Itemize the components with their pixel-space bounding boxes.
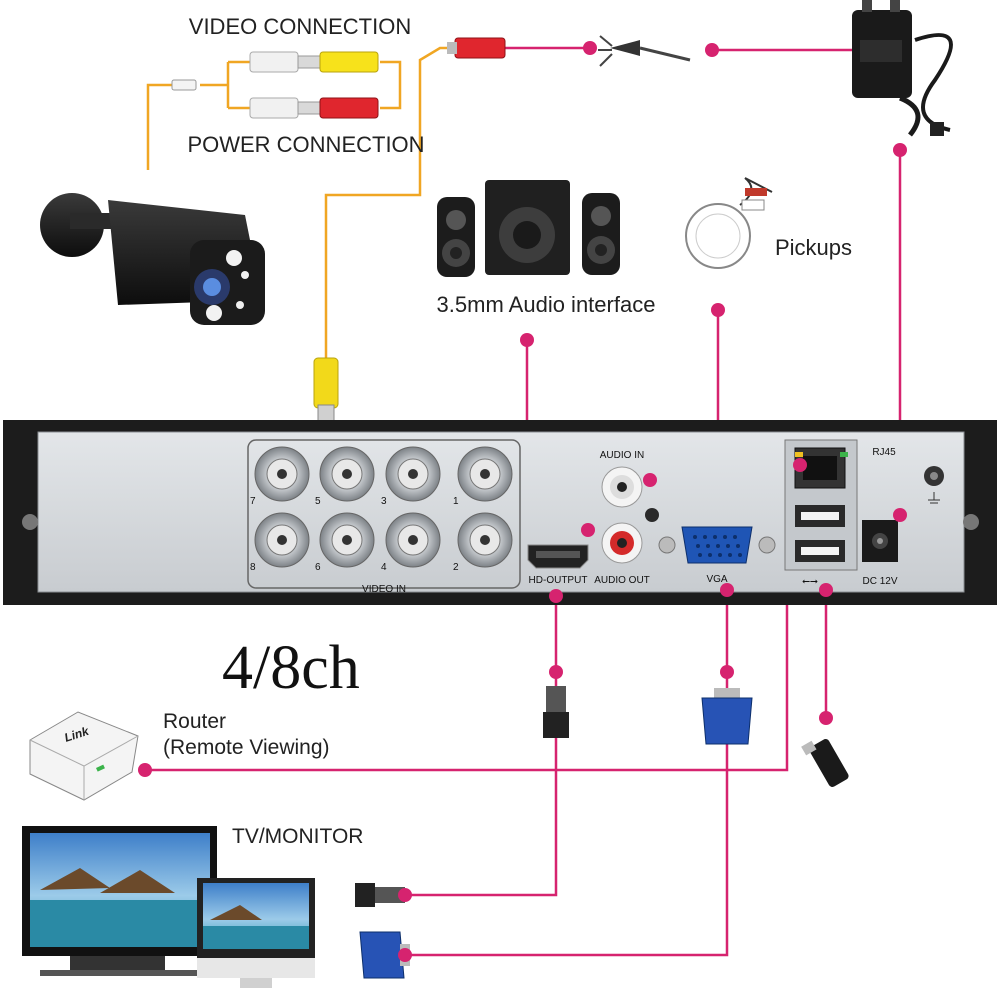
camera-split-wire: [200, 60, 250, 110]
connection-dot: [138, 763, 152, 777]
connection-dots: [138, 41, 907, 962]
bnc-channel-label: 5: [315, 496, 321, 507]
usb-symbol-icon: ⭠⭢: [802, 576, 818, 587]
router-label: Router: [163, 710, 226, 733]
power-adapter-icon: [852, 0, 953, 137]
monitor-icon: [197, 878, 315, 988]
connection-dot: [549, 589, 563, 603]
hdmi-to-monitor-wire: [405, 596, 558, 897]
bnc-channel-label: 7: [250, 496, 256, 507]
video-connection-label: VIDEO CONNECTION: [189, 14, 411, 39]
bnc-connector-icon[interactable]: [319, 512, 375, 568]
camera-video-wire: [146, 83, 180, 170]
channels-label: 4/8ch: [222, 634, 360, 702]
ground-icon: [924, 466, 944, 504]
usb-mouse-icon: [801, 739, 849, 787]
splitter-icon: [598, 35, 691, 67]
bnc-connector-icon[interactable]: [457, 446, 513, 502]
camera-icon: [40, 193, 265, 325]
audio-in-label: AUDIO IN: [600, 450, 644, 461]
connection-dot: [793, 458, 807, 472]
rj45-label: RJ45: [872, 447, 896, 458]
connection-dot: [893, 508, 907, 522]
video-plug-icon: [171, 51, 379, 91]
connection-dot: [643, 473, 657, 487]
connection-dot: [711, 303, 725, 317]
tv-monitor-label: TV/MONITOR: [232, 825, 363, 848]
bnc-grid: 7 5 3 1 8 6 4 2: [250, 446, 513, 573]
connection-dot: [720, 583, 734, 597]
audio-out-jack[interactable]: [601, 522, 643, 564]
ethernet-port-icon[interactable]: [794, 447, 848, 489]
speaker-icon: [437, 180, 620, 277]
bnc-connector-icon[interactable]: [254, 512, 310, 568]
video-in-label: VIDEO IN: [362, 584, 406, 595]
bnc-channel-label: 3: [381, 496, 387, 507]
hd-output-label: HD-OUTPUT: [529, 575, 588, 586]
connection-dot: [819, 583, 833, 597]
hdmi-port[interactable]: [527, 544, 589, 569]
connection-dot: [398, 948, 412, 962]
audio-interface-label: 3.5mm Audio interface: [437, 292, 656, 317]
hdmi-plug-icon: [355, 883, 405, 907]
bnc-connector-icon[interactable]: [385, 446, 441, 502]
vga-port[interactable]: [658, 526, 776, 564]
audio-in-jack[interactable]: [601, 466, 643, 508]
usb-port-icon[interactable]: [795, 540, 845, 562]
bnc-connector-icon[interactable]: [385, 512, 441, 568]
dc-plug-icon: [447, 37, 506, 59]
audio-out-label: AUDIO OUT: [594, 575, 650, 586]
monitor-icon: [22, 826, 217, 976]
dc12v-label: DC 12V: [862, 576, 897, 587]
connection-dot: [720, 665, 734, 679]
vga-label: VGA: [706, 574, 727, 585]
bnc-channel-label: 8: [250, 562, 256, 573]
router-sublabel: (Remote Viewing): [163, 736, 330, 759]
screw-icon: [645, 508, 659, 522]
bnc-channel-label: 2: [453, 562, 459, 573]
dc-power-jack[interactable]: [862, 520, 898, 562]
bnc-channel-label: 4: [381, 562, 387, 573]
vga-plug-icon: [701, 688, 753, 745]
vga-to-monitor-wire: [405, 590, 729, 957]
bnc-group-frame: [247, 439, 521, 589]
bnc-connector-icon[interactable]: [319, 446, 375, 502]
pickups-label: Pickups: [775, 235, 852, 260]
microphone-icon: [685, 177, 773, 269]
power-connection-label: POWER CONNECTION: [187, 132, 424, 157]
hdmi-plug-icon: [543, 686, 569, 738]
connection-dot: [398, 888, 412, 902]
power-plug-icon: [249, 97, 379, 119]
connection-dot: [520, 333, 534, 347]
usb-port-icon[interactable]: [795, 505, 845, 527]
connection-dot: [705, 43, 719, 57]
connector-bridge-wire: [380, 60, 402, 110]
connection-dot: [549, 665, 563, 679]
bnc-channel-label: 1: [453, 496, 459, 507]
bnc-channel-label: 6: [315, 562, 321, 573]
bnc-plug-icon: [313, 357, 339, 426]
router-icon: Link: [29, 711, 139, 801]
connection-dot: [893, 143, 907, 157]
connection-dot: [819, 711, 833, 725]
bnc-connector-icon[interactable]: [457, 512, 513, 568]
video-drop-wire: [324, 170, 422, 360]
bnc-connector-icon[interactable]: [254, 446, 310, 502]
power-line-wire: [418, 46, 455, 170]
connection-dot: [581, 523, 595, 537]
connection-dot: [583, 41, 597, 55]
